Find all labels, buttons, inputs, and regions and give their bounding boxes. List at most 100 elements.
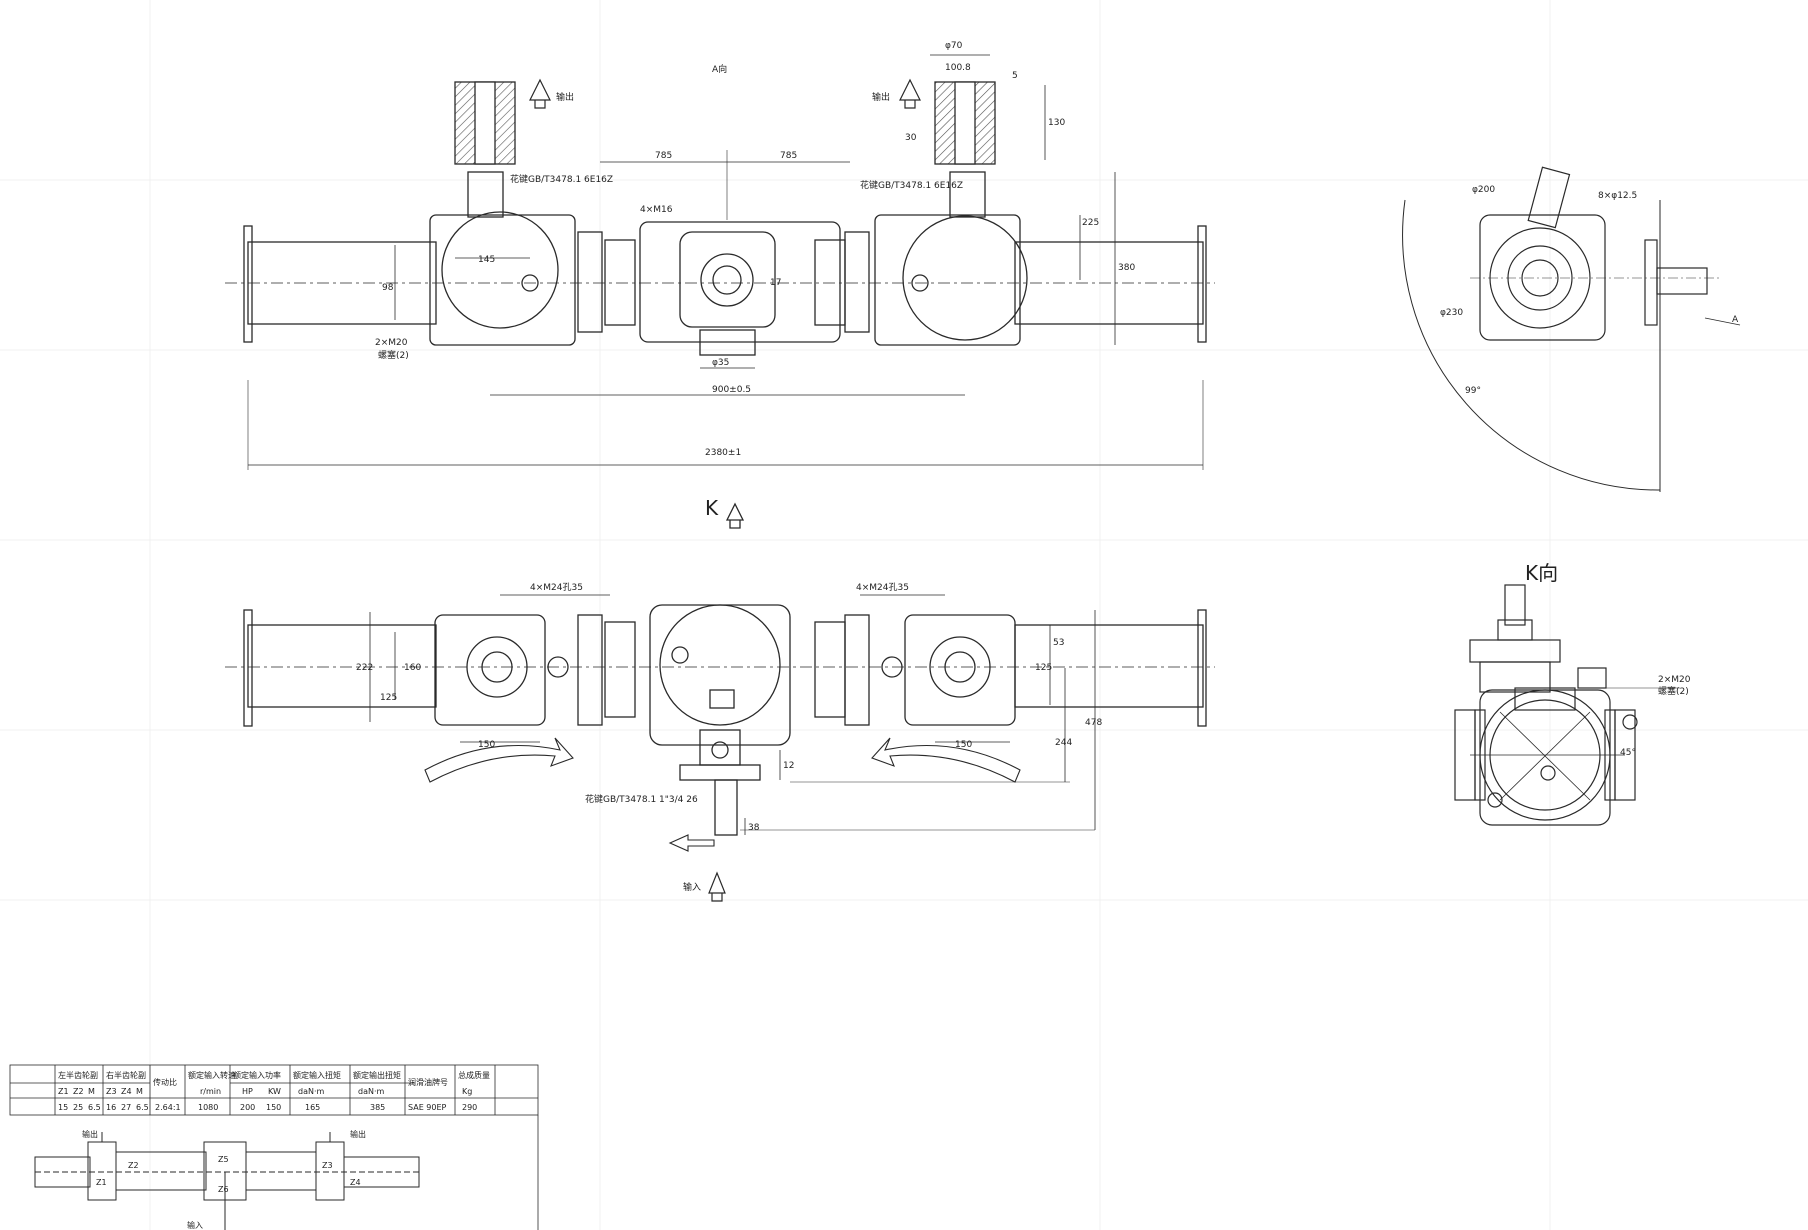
rotation-arrow-right-icon <box>871 737 1021 783</box>
sub-kg: Kg <box>462 1087 472 1096</box>
val-z3: 16 <box>106 1103 116 1112</box>
sub-z2: Z2 <box>73 1087 84 1096</box>
front-478: 478 <box>1085 718 1102 728</box>
sub-z3: Z3 <box>106 1087 117 1096</box>
drain-label: 2×M20 <box>375 338 408 348</box>
table-header-8: 润滑油牌号 <box>408 1077 448 1087</box>
dim-top-s: 5 <box>1012 71 1018 81</box>
table-header-3: 传动比 <box>153 1077 177 1087</box>
val-m2: 6.5 <box>136 1103 149 1112</box>
front-125: 125 <box>380 693 397 703</box>
sub-danm2: daN·m <box>358 1087 385 1096</box>
schematic-output-left: 输出 <box>82 1129 98 1139</box>
val-m1: 6.5 <box>88 1103 101 1112</box>
dim-spline-h: 30 <box>905 133 917 143</box>
schematic-z5: Z5 <box>218 1155 229 1164</box>
output-left-label: 输出 <box>556 91 574 103</box>
front-bolts-left: 4×M24孔35 <box>530 582 583 593</box>
val-z4: 27 <box>121 1103 131 1112</box>
schematic-z3: Z3 <box>322 1161 333 1170</box>
front-view <box>225 594 1215 902</box>
input-up-arrow-icon <box>708 871 726 902</box>
k-view-title: K向 <box>1525 561 1558 585</box>
thread-right: 花键GB/T3478.1 6E16Z <box>860 179 963 191</box>
a-label: A <box>1732 315 1739 325</box>
dim-left-h: 98 <box>382 283 394 293</box>
front-center-gearbox <box>649 604 791 746</box>
val-in-torque: 165 <box>305 1103 320 1112</box>
kview-angle: 45° <box>1620 748 1636 758</box>
table-header-4: 额定输入转速 <box>188 1070 236 1080</box>
val-kw: 150 <box>266 1103 281 1112</box>
center-gearbox <box>639 221 841 343</box>
sub-kw: KW <box>268 1087 281 1096</box>
front-150-left: 150 <box>478 740 495 750</box>
k-view-labels: K向 2×M20 螺塞(2) 45° <box>1525 561 1691 758</box>
rotation-arrow-left-icon <box>424 737 574 783</box>
dim-shaft: φ35 <box>712 358 729 368</box>
right-gearbox <box>874 214 1021 346</box>
schematic-input: 输入 <box>187 1220 203 1230</box>
val-hp: 200 <box>240 1103 255 1112</box>
table-header-7: 额定输出扭矩 <box>353 1070 401 1080</box>
front-222: 222 <box>356 663 373 673</box>
table-header-9: 总成质量 <box>458 1070 490 1080</box>
dim-top-w: 100.8 <box>945 63 971 73</box>
bolt-hole-label: 8×φ12.5 <box>1598 191 1637 201</box>
kview-note: 螺塞(2) <box>1658 685 1689 697</box>
sub-rpm: r/min <box>200 1087 221 1096</box>
pcd2-label: φ230 <box>1440 308 1463 318</box>
schematic-z4: Z4 <box>350 1178 361 1187</box>
dim-half-right: 785 <box>780 151 797 161</box>
kview-drain: 2×M20 <box>1658 675 1691 685</box>
k-arrow-icon <box>725 502 745 529</box>
a-view-labels: φ200 8×φ12.5 φ230 99° A <box>1440 185 1739 396</box>
dim-overall: 2380±1 <box>705 448 741 458</box>
angle-k-label: 99° <box>1465 386 1481 396</box>
thread-left: 花键GB/T3478.1 6E16Z <box>510 173 613 185</box>
front-left-gearbox <box>434 614 546 726</box>
val-z2: 25 <box>73 1103 83 1112</box>
front-53: 53 <box>1053 638 1064 648</box>
input-label: 输入 <box>683 881 701 893</box>
sub-hp: HP <box>242 1087 253 1096</box>
top-note: A向 <box>712 63 727 75</box>
dim-tube: 17 <box>770 278 781 288</box>
val-out-torque: 385 <box>370 1103 385 1112</box>
front-244: 244 <box>1055 738 1072 748</box>
front-view-labels: 4×M24孔35 4×M24孔35 150 150 222 125 160 12… <box>356 582 1102 893</box>
spec-table-text: 左半齿轮副 右半齿轮副 传动比 额定输入转速 额定输入功率 额定输入扭矩 额定输… <box>58 1070 490 1112</box>
pcd1-label: φ200 <box>1472 185 1495 195</box>
output-right-label: 输出 <box>872 91 890 103</box>
front-38: 38 <box>748 823 760 833</box>
front-bolts-right: 4×M24孔35 <box>856 582 909 593</box>
front-150-right: 150 <box>955 740 972 750</box>
front-160: 160 <box>404 663 421 673</box>
val-mass: 290 <box>462 1103 477 1112</box>
sub-z4: Z4 <box>121 1087 132 1096</box>
input-left-arrow-icon <box>668 834 715 852</box>
dim-left-offset: 145 <box>478 255 495 265</box>
dim-height-mid: 225 <box>1082 218 1099 228</box>
schematic-z1: Z1 <box>96 1178 107 1187</box>
sub-m1: M <box>88 1087 95 1096</box>
dim-half-left: 785 <box>655 151 672 161</box>
val-oil: SAE 90EP <box>408 1103 447 1112</box>
dim-height-total: 380 <box>1118 263 1135 273</box>
dim-top-d: φ70 <box>945 41 963 51</box>
schematic-z6: Z6 <box>218 1185 229 1194</box>
front-12: 12 <box>783 761 794 771</box>
k-view <box>1454 584 1680 826</box>
sub-danm1: daN·m <box>298 1087 325 1096</box>
val-z1: 15 <box>58 1103 68 1112</box>
left-gearbox <box>429 214 576 346</box>
k-arrow-label: K <box>705 496 719 520</box>
schematic-labels: 输出 输出 输入 Z1 Z2 Z5 Z6 Z3 Z4 <box>82 1129 366 1230</box>
dim-flange-bolts: 4×M16 <box>640 205 673 215</box>
top-view-labels: A向 输出 输出 785 785 2380±1 900±0.5 φ35 17 4… <box>375 41 1135 520</box>
sub-m2: M <box>136 1087 143 1096</box>
input-thread: 花键GB/T3478.1 1"3/4 26 <box>585 793 698 805</box>
table-header-5: 额定输入功率 <box>233 1070 281 1080</box>
